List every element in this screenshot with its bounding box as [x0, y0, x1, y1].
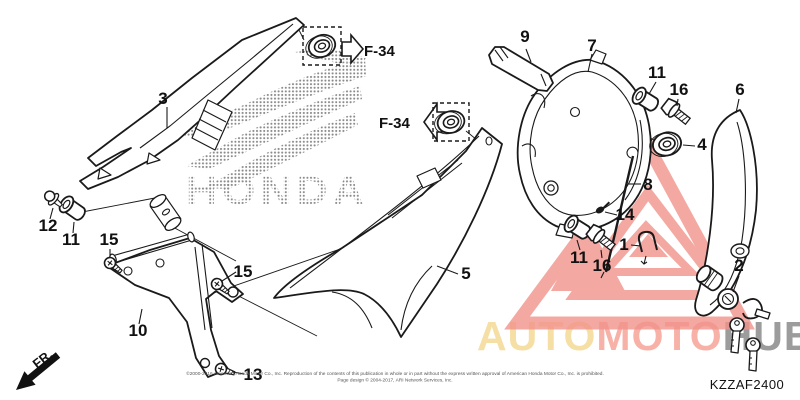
part-10-bracket	[106, 231, 244, 378]
part-callouts: 3 9 7 11 16 4 6 8 14 11 16 1 2 5 12 11 1…	[39, 27, 745, 384]
f34-label: F-34	[379, 115, 411, 132]
callout-5[interactable]: 5	[461, 264, 470, 283]
callout-16[interactable]: 16	[670, 80, 689, 99]
callout-9[interactable]: 9	[520, 27, 529, 46]
callout-10[interactable]: 10	[129, 321, 148, 340]
collar-icon	[55, 192, 90, 225]
fr-arrow-icon	[16, 352, 61, 390]
honda-wing-watermark: HONDA	[178, 48, 369, 213]
part-8-rod	[600, 146, 639, 279]
f34-label: F-34	[364, 43, 396, 60]
callout-11c[interactable]: 11	[62, 230, 80, 249]
leader-lines	[49, 48, 740, 375]
callout-4[interactable]: 4	[697, 135, 707, 154]
callout-8[interactable]: 8	[643, 175, 652, 194]
part-9-duct	[488, 46, 554, 92]
small-screw-icon	[595, 201, 611, 214]
honda-watermark-text: HONDA	[186, 169, 369, 213]
fr-label: FR.	[30, 347, 56, 372]
copyright-line-1: ©2000-2016 American Honda Motor Co., Inc…	[186, 370, 604, 377]
copyright-line-2: Page design © 2004-2017, ARI Network Ser…	[337, 377, 452, 384]
f34-reference-top[interactable]: F-34	[301, 26, 396, 66]
part-3-left-side-cover	[79, 17, 305, 231]
flange-bolt-icon	[659, 96, 694, 129]
part-5-side-cover	[273, 127, 503, 338]
callout-7[interactable]: 7	[587, 36, 596, 55]
part-3-stay-tube	[149, 194, 182, 231]
footer: ©2000-2016 American Honda Motor Co., Inc…	[186, 370, 784, 392]
f34-reference-mid[interactable]: F-34	[379, 101, 470, 143]
callout-15b[interactable]: 15	[234, 262, 253, 281]
callout-11[interactable]: 11	[648, 63, 666, 82]
callout-3[interactable]: 3	[158, 89, 167, 108]
part-1-clip	[637, 230, 658, 265]
callout-1[interactable]: 1	[619, 235, 628, 254]
part-2-lock-set	[695, 264, 771, 372]
fasteners	[43, 84, 694, 380]
callout-12[interactable]: 12	[39, 216, 58, 235]
callout-14[interactable]: 14	[616, 205, 635, 224]
washer-screw-icon	[43, 190, 63, 208]
arrow-right-icon	[341, 32, 365, 66]
callout-13[interactable]: 13	[244, 365, 263, 384]
key-icon	[745, 337, 761, 372]
part-6-side-panel	[694, 109, 758, 317]
callout-2[interactable]: 2	[734, 256, 743, 275]
callout-16b[interactable]: 16	[593, 256, 612, 275]
diagram-code: KZZAF2400	[710, 377, 785, 392]
fr-direction-indicator: FR.	[16, 347, 61, 390]
callout-15[interactable]: 15	[100, 230, 119, 249]
callout-11b[interactable]: 11	[570, 248, 588, 267]
key-icon	[729, 317, 745, 354]
callout-6[interactable]: 6	[735, 80, 744, 99]
